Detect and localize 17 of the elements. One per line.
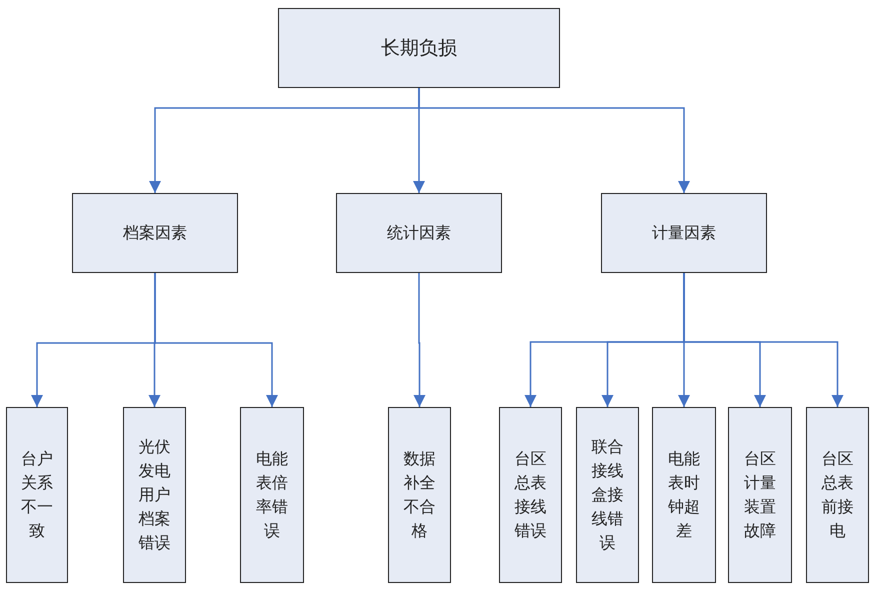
category-box: 计量因素 [601, 193, 767, 273]
arrow [418, 88, 690, 193]
root-box: 长期负损 [278, 8, 560, 88]
cause-box: 台户关系不一致 [6, 407, 68, 583]
cause-box: 联合接线盒接线错误 [576, 407, 639, 583]
cause-box: 台区总表接线错误 [499, 407, 562, 583]
cause-box: 电能表倍率错误 [240, 407, 304, 583]
cause-box: 台区计量装置故障 [728, 407, 792, 583]
cause-box: 数据补全不合格 [388, 407, 451, 583]
category-box: 统计因素 [336, 193, 502, 273]
arrow [414, 273, 426, 407]
cause-box: 台区总表前接电 [806, 407, 869, 583]
arrow [154, 273, 278, 407]
cause-box: 光伏发电用户档案错误 [123, 407, 186, 583]
arrow [683, 273, 844, 407]
cause-box: 电能表时钟超差 [652, 407, 716, 583]
category-box: 档案因素 [72, 193, 238, 273]
